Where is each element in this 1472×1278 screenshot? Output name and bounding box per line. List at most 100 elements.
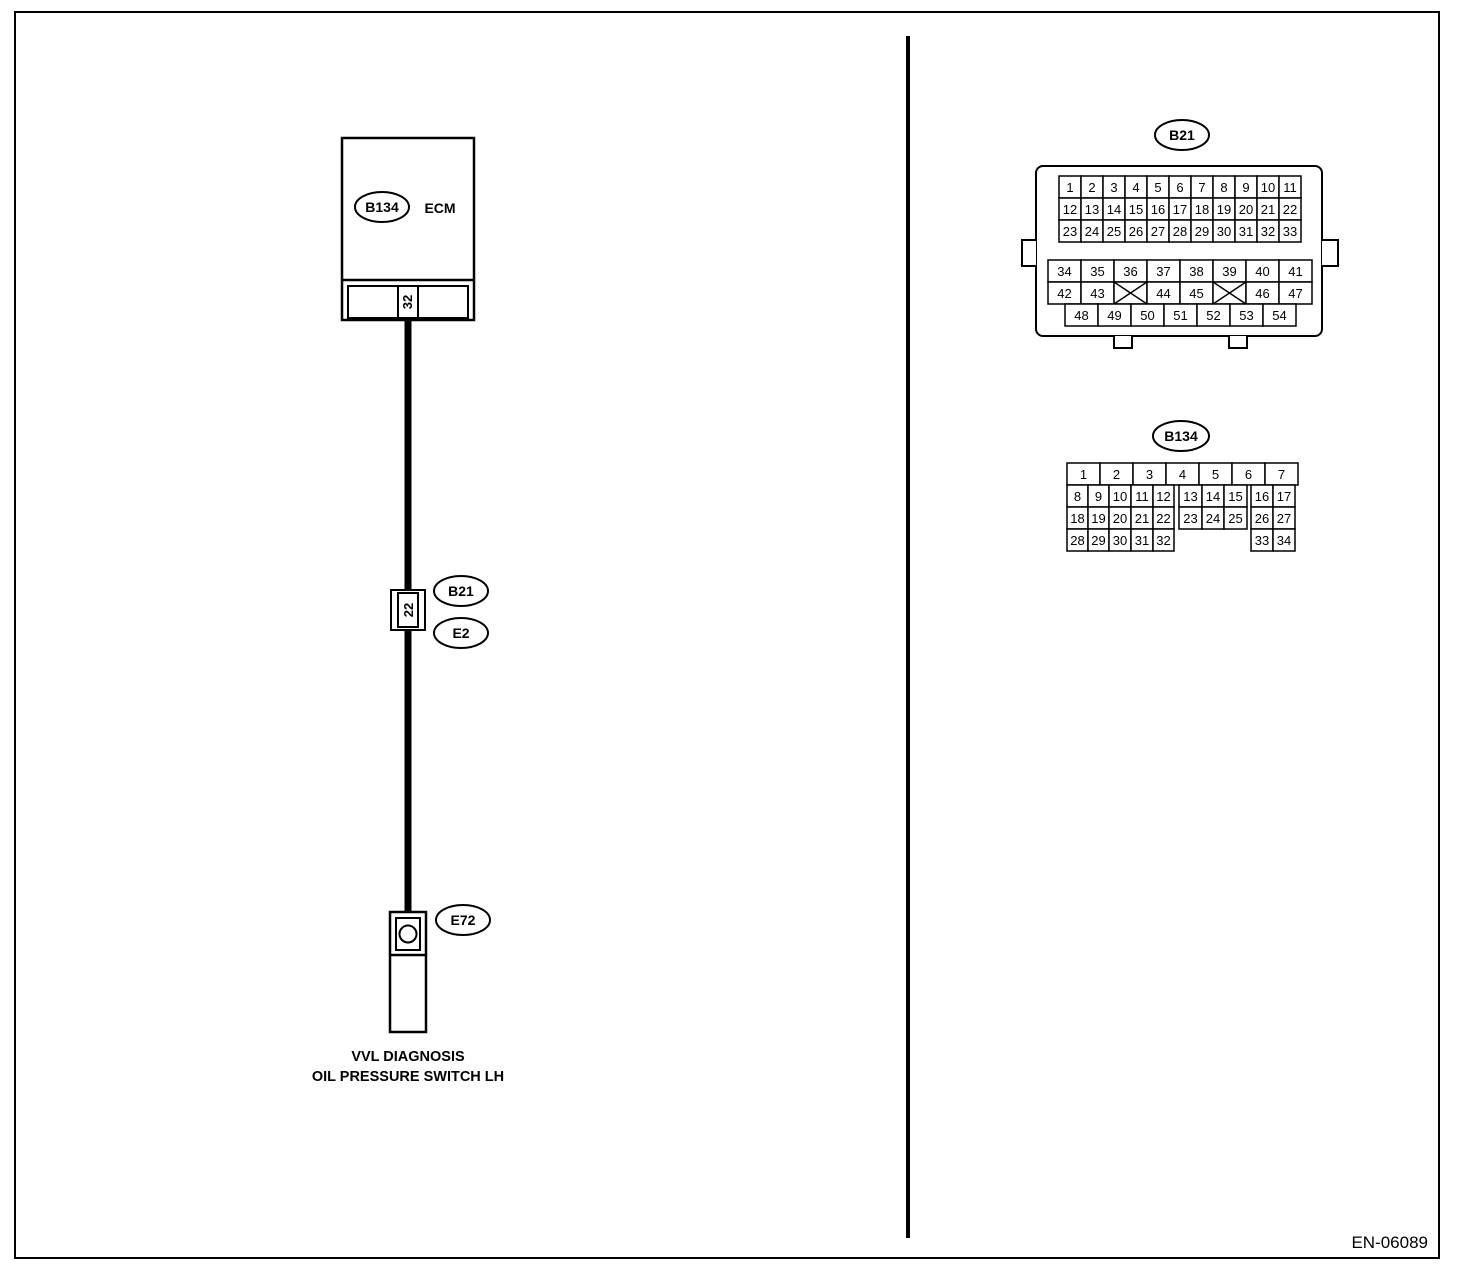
b21-pin: 49 — [1097, 303, 1132, 327]
oil-pressure-switch: E72 VVL DIAGNOSIS OIL PRESSURE SWITCH LH — [312, 904, 504, 1085]
b21-pin-label: 51 — [1173, 308, 1187, 323]
b134-pin-label: 31 — [1135, 533, 1149, 548]
b134-pin: 2 — [1099, 462, 1134, 486]
b21-pin: 4 — [1124, 175, 1148, 199]
b134-pin: 1 — [1066, 462, 1101, 486]
b134-pin: 3 — [1132, 462, 1167, 486]
b21-pin: 31 — [1234, 219, 1258, 243]
b21-pin: 17 — [1168, 197, 1192, 221]
ecm-connector-label: B134 — [365, 199, 399, 215]
b21-pin: 27 — [1146, 219, 1170, 243]
b21-badge-label: B21 — [448, 583, 474, 599]
b134-pin: 14 — [1201, 484, 1225, 508]
b134-pin-label: 3 — [1146, 467, 1153, 482]
b134-pin-label: 20 — [1113, 511, 1127, 526]
b21-pin: 51 — [1163, 303, 1198, 327]
b21-pin: 52 — [1196, 303, 1231, 327]
b134-pin: 29 — [1087, 528, 1110, 552]
b134-pin-label: 23 — [1183, 511, 1197, 526]
b21-pin: 42 — [1047, 281, 1082, 305]
b21-pin-label: 46 — [1255, 286, 1269, 301]
b21-pin: 26 — [1124, 219, 1148, 243]
e2-badge-label: E2 — [452, 625, 469, 641]
b134-pin: 32 — [1152, 528, 1175, 552]
b21-pin — [1212, 281, 1247, 305]
b21-pin-label: 6 — [1176, 180, 1183, 195]
junction-pin-label: 22 — [401, 603, 416, 617]
b134-pin: 19 — [1087, 506, 1110, 530]
b134-pin: 23 — [1178, 506, 1203, 530]
b21-pin-label: 49 — [1107, 308, 1121, 323]
b21-pin — [1113, 281, 1148, 305]
b134-pin-label: 12 — [1156, 489, 1170, 504]
b21-pin-label: 3 — [1110, 180, 1117, 195]
b21-pin-label: 31 — [1239, 224, 1253, 239]
b21-pin-label: 26 — [1129, 224, 1143, 239]
b134-pin: 27 — [1272, 506, 1296, 530]
b21-pin: 6 — [1168, 175, 1192, 199]
b21-pin-label: 22 — [1283, 202, 1297, 217]
b134-pin-label: 21 — [1135, 511, 1149, 526]
b134-pin-label: 10 — [1113, 489, 1127, 504]
b21-pin-label: 15 — [1129, 202, 1143, 217]
b134-pin: 5 — [1198, 462, 1233, 486]
b134-pin-label: 19 — [1091, 511, 1105, 526]
b134-pin-label: 18 — [1070, 511, 1084, 526]
b134-pin: 16 — [1250, 484, 1274, 508]
b134-pin-label: 1 — [1080, 467, 1087, 482]
b21-pin-label: 33 — [1283, 224, 1297, 239]
b134-pin: 9 — [1087, 484, 1110, 508]
b134-pin: 8 — [1066, 484, 1089, 508]
b21-pin-label: 17 — [1173, 202, 1187, 217]
b21-pin: 45 — [1179, 281, 1214, 305]
b21-pin: 24 — [1080, 219, 1104, 243]
b21-pin: 23 — [1058, 219, 1082, 243]
b21-pin: 43 — [1080, 281, 1115, 305]
b134-pin: 12 — [1152, 484, 1175, 508]
b21-pin-label: 9 — [1242, 180, 1249, 195]
b21-pin: 14 — [1102, 197, 1126, 221]
ecm-block: B134 ECM 32 — [340, 136, 476, 322]
b21-pin-label: 2 — [1088, 180, 1095, 195]
b21-pin-label: 39 — [1222, 264, 1236, 279]
b134-pin-label: 5 — [1212, 467, 1219, 482]
b21-pin-label: 53 — [1239, 308, 1253, 323]
b21-pin-label: 4 — [1132, 180, 1139, 195]
b21-pin: 50 — [1130, 303, 1165, 327]
b21-pin: 3 — [1102, 175, 1126, 199]
b134-pin-label: 28 — [1070, 533, 1084, 548]
b134-pin-label: 34 — [1277, 533, 1291, 548]
b21-pin-label: 47 — [1288, 286, 1302, 301]
b21-pin: 8 — [1212, 175, 1236, 199]
b21-pin-label: 52 — [1206, 308, 1220, 323]
b21-pin: 16 — [1146, 197, 1170, 221]
b21-pin-label: 35 — [1090, 264, 1104, 279]
b134-face-label: B134 — [1164, 428, 1198, 444]
b21-pin-label: 45 — [1189, 286, 1203, 301]
b134-pin: 6 — [1231, 462, 1266, 486]
b21-pin-label: 25 — [1107, 224, 1121, 239]
b134-pin: 21 — [1130, 506, 1154, 530]
b134-pin: 33 — [1250, 528, 1274, 552]
b21-pin-label: 11 — [1283, 180, 1297, 195]
b21-pin-label: 10 — [1261, 180, 1275, 195]
figure-id: EN-06089 — [1351, 1233, 1428, 1252]
b21-pin-label: 42 — [1057, 286, 1071, 301]
b21-pin: 37 — [1146, 259, 1181, 283]
b21-pin-label: 13 — [1085, 202, 1099, 217]
b21-pin: 35 — [1080, 259, 1115, 283]
b21-pin: 9 — [1234, 175, 1258, 199]
b134-pin-label: 15 — [1228, 489, 1242, 504]
b21-pin: 20 — [1234, 197, 1258, 221]
b134-pin: 22 — [1152, 506, 1175, 530]
b21-face-label: B21 — [1169, 127, 1195, 143]
b21-pin-label: 40 — [1255, 264, 1269, 279]
b21-pin-label: 12 — [1063, 202, 1077, 217]
b21-pin-label: 36 — [1123, 264, 1137, 279]
b134-pin: 18 — [1066, 506, 1089, 530]
b21-pin: 44 — [1146, 281, 1181, 305]
b21-pin-label: 34 — [1057, 264, 1071, 279]
